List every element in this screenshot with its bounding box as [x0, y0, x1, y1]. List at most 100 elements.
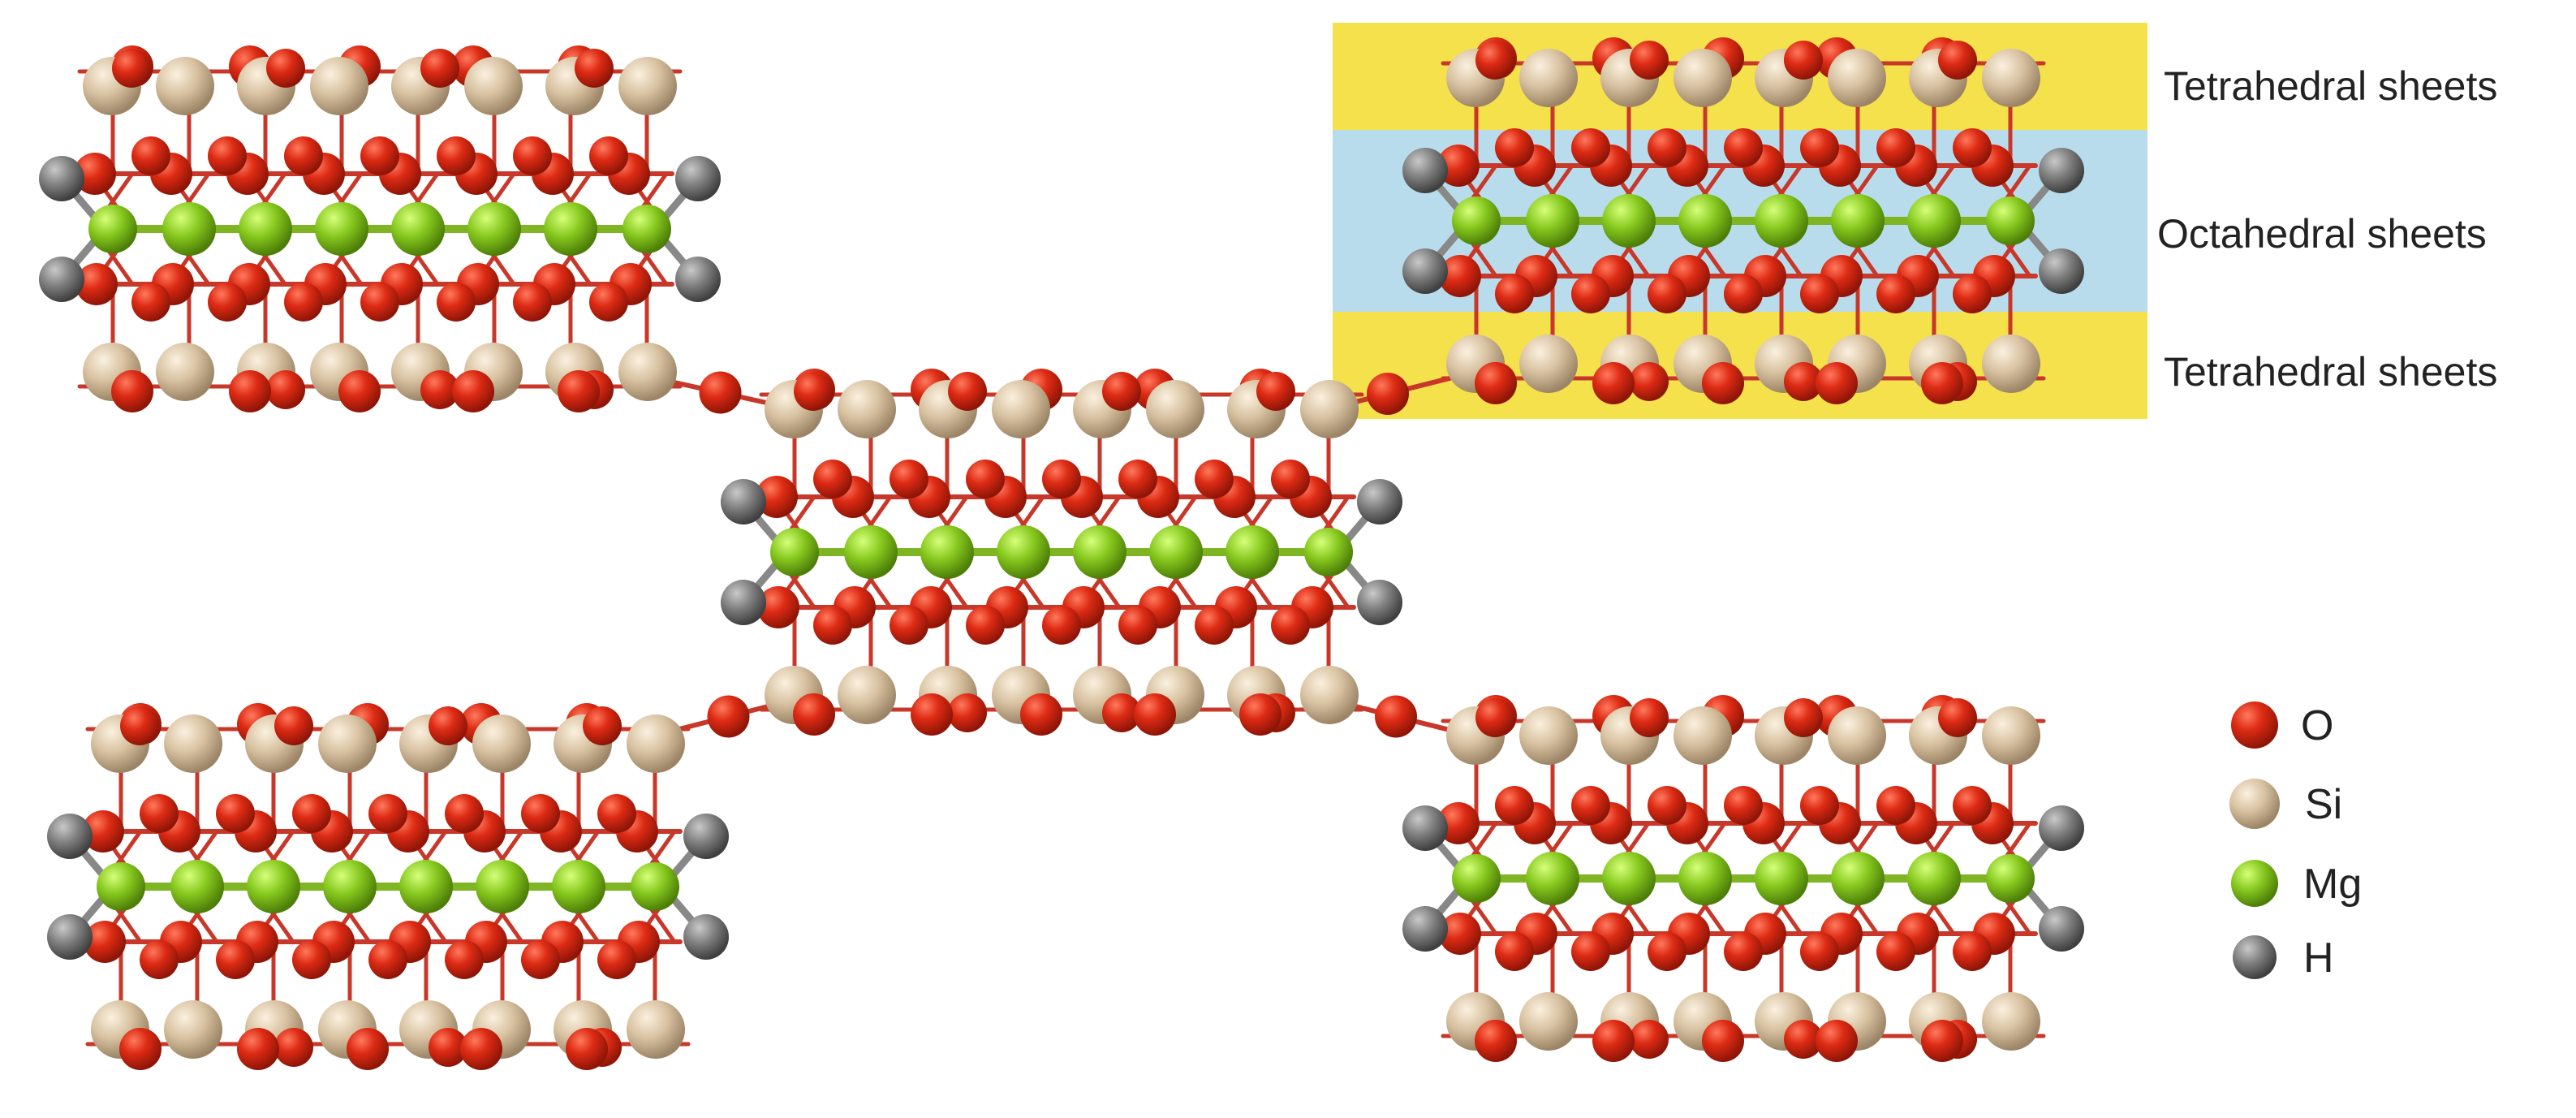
- oxygen-atom: [445, 794, 484, 833]
- oxygen-atom: [368, 940, 407, 979]
- oxygen-atom: [420, 49, 459, 88]
- hydrogen-atom: [2039, 906, 2084, 952]
- oxygen-atom: [890, 606, 928, 645]
- hydrogen-atom: [1402, 248, 1448, 294]
- hydrogen-atom: [2039, 805, 2084, 851]
- oxygen-atom: [813, 460, 852, 499]
- silicon-atom: [1674, 706, 1732, 765]
- silicon-atom: [627, 714, 685, 773]
- silicon-atom: [1982, 992, 2040, 1051]
- oxygen-atom: [111, 370, 153, 412]
- oxygen-atom: [1953, 786, 1992, 825]
- oxygen-atom: [1495, 932, 1534, 971]
- oxygen-atom: [445, 940, 484, 979]
- oxygen-atom: [757, 586, 799, 628]
- hydrogen-atom: [683, 814, 729, 859]
- oxygen-atom: [1816, 1020, 1858, 1062]
- oxygen-atom: [274, 1028, 313, 1067]
- oxygen-atom: [966, 460, 1005, 499]
- magnesium-atom: [170, 860, 224, 913]
- hydrogen-swatch: [2233, 935, 2277, 979]
- oxygen-atom: [1953, 128, 1992, 167]
- oxygen-atom: [1020, 693, 1062, 736]
- magnesium-atom: [1678, 194, 1732, 248]
- oxygen-swatch: [2231, 701, 2278, 749]
- legend-item-silicon: Si: [2229, 779, 2342, 829]
- magnesium-atom: [1831, 194, 1885, 248]
- hydrogen-atom: [47, 814, 93, 859]
- oxygen-atom: [513, 136, 552, 175]
- silicon-atom: [1300, 666, 1359, 724]
- hydrogen-atom: [675, 156, 721, 201]
- oxygen-atom: [1953, 932, 1992, 971]
- oxygen-atom: [1239, 693, 1282, 736]
- legend-label-silicon: Si: [2305, 781, 2342, 828]
- oxygen-atom: [360, 283, 399, 322]
- oxygen-atom: [84, 921, 126, 963]
- oxygen-atom: [420, 370, 459, 409]
- oxygen-atom: [1648, 786, 1686, 825]
- oxygen-atom: [140, 940, 179, 979]
- oxygen-atom: [112, 49, 151, 88]
- oxygen-atom: [284, 283, 323, 322]
- magnesium-atom: [1452, 196, 1501, 245]
- oxygen-atom: [513, 283, 552, 322]
- oxygen-atom: [229, 370, 271, 412]
- oxygen-atom: [597, 794, 636, 833]
- oxygen-atom: [347, 1028, 389, 1070]
- magnesium-atom: [1986, 196, 2035, 245]
- oxygen-atom: [1800, 786, 1839, 825]
- oxygen-atom: [119, 1028, 162, 1070]
- oxygen-atom: [1134, 693, 1176, 736]
- hydrogen-atom: [1357, 580, 1402, 625]
- oxygen-atom: [1784, 41, 1823, 80]
- oxygen-atom: [1648, 128, 1686, 167]
- silicon-atom: [1519, 706, 1578, 765]
- oxygen-atom: [284, 136, 323, 175]
- silicon-atom: [164, 1000, 222, 1059]
- oxygen-atom: [1475, 41, 1514, 80]
- silicon-atom: [618, 57, 677, 115]
- hydrogen-atom: [1402, 148, 1448, 193]
- hydrogen-atom: [2039, 148, 2084, 193]
- oxygen-atom: [1630, 698, 1669, 737]
- magnesium-atom: [1226, 525, 1279, 579]
- oxygen-atom: [1102, 372, 1141, 411]
- silicon-atom: [1828, 49, 1886, 107]
- silicon-atom: [156, 343, 214, 401]
- oxygen-atom: [237, 1028, 279, 1070]
- oxygen-atom: [1876, 932, 1915, 971]
- oxygen-atom: [1271, 460, 1310, 499]
- silicon-atom: [1828, 706, 1886, 765]
- oxygen-atom: [131, 283, 170, 322]
- magnesium-atom: [1831, 852, 1885, 905]
- oxygen-atom: [1571, 786, 1610, 825]
- magnesium-atom: [920, 525, 974, 579]
- oxygen-atom: [948, 693, 987, 732]
- oxygen-atom: [429, 706, 467, 745]
- silicon-atom: [1146, 380, 1204, 438]
- silicon-atom: [310, 57, 368, 115]
- oxygen-atom: [1439, 255, 1481, 297]
- silicon-atom: [838, 380, 896, 438]
- oxygen-atom: [1816, 362, 1858, 404]
- silicon-atom: [1982, 706, 2040, 765]
- magnesium-atom: [88, 205, 137, 253]
- silicon-atom: [156, 57, 214, 115]
- oxygen-atom: [452, 370, 494, 412]
- oxygen-atom: [274, 706, 313, 745]
- oxygen-atom: [1876, 128, 1915, 167]
- oxygen-atom: [1702, 1020, 1744, 1062]
- oxygen-atom: [597, 940, 636, 979]
- oxygen-atom: [1271, 606, 1310, 645]
- oxygen-atom: [437, 283, 476, 322]
- legend-label-oxygen: O: [2301, 702, 2333, 749]
- magnesium-atom: [97, 862, 145, 911]
- oxygen-atom: [1724, 128, 1763, 167]
- silicon-atom: [1300, 380, 1359, 438]
- oxygen-atom: [208, 283, 247, 322]
- oxygen-atom: [1042, 606, 1081, 645]
- oxygen-atom: [1724, 274, 1763, 313]
- ribbon-bottom-right: [1402, 695, 2084, 1062]
- hydrogen-atom: [1402, 906, 1448, 952]
